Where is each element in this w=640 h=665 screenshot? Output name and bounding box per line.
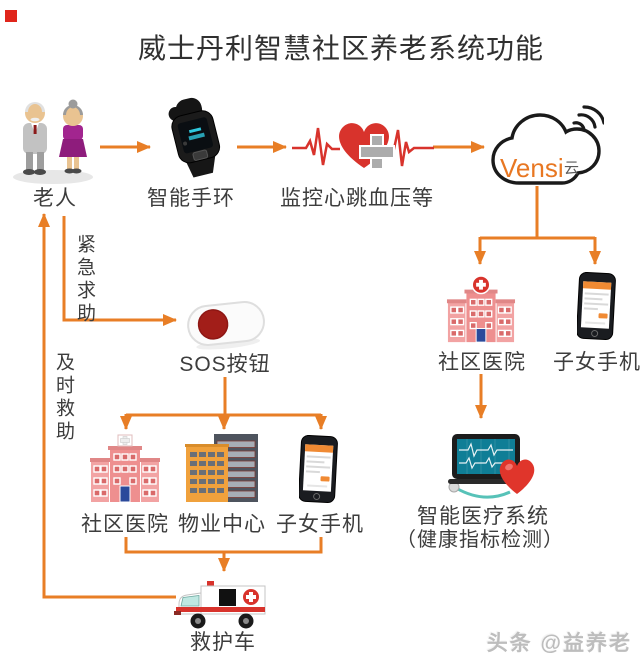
phone-left-label: 子女手机: [276, 513, 364, 536]
hospital-right-label: 社区医院: [438, 351, 526, 374]
heart-ecg-icon: [290, 108, 436, 180]
wifi-signal-icon: [572, 105, 604, 132]
toutiao-watermark: 头条 @益养老: [486, 632, 632, 655]
hospital-left-label: 社区医院: [81, 513, 169, 536]
red-cross-emblem: [243, 589, 259, 605]
medical-system-label: 智能医疗系统: [417, 505, 549, 528]
beacon-light: [207, 581, 214, 587]
ambulance-icon: [174, 580, 270, 632]
cloud-suffix-text: 云: [564, 160, 579, 177]
vensi-cloud-icon: Vensi 云: [486, 95, 604, 195]
smart-medical-system-icon: [440, 430, 540, 502]
heart-icon: [499, 459, 535, 494]
old-woman-figure: [59, 99, 87, 174]
old-man-figure: [23, 102, 47, 175]
elderly-couple-icon: [10, 92, 98, 186]
elderly-label: 老人: [33, 187, 77, 210]
timely-rescue-label: 及时救助: [53, 352, 74, 444]
emergency-help-label: 紧急求助: [74, 234, 95, 326]
medical-system-sublabel: （健康指标检测）: [396, 529, 564, 551]
white-cross-cap: [117, 434, 133, 447]
medical-cross-icon: [359, 134, 395, 170]
ecg-line-left: [292, 127, 340, 166]
red-cross-emblem: [471, 276, 491, 295]
community-hospital-icon: [446, 276, 516, 346]
property-center-label: 物业中心: [178, 513, 266, 536]
cloud-outline: [491, 113, 601, 185]
community-hospital-icon: [90, 434, 160, 506]
children-phone-icon: [299, 435, 339, 505]
bracelet-label: 智能手环: [147, 187, 235, 210]
children-phone-icon: [577, 272, 617, 342]
ambulance-label: 救护车: [190, 631, 256, 654]
cloud-brand-text: Vensi: [500, 153, 564, 183]
sos-red-button: [198, 309, 228, 339]
phone-right-label: 子女手机: [553, 351, 640, 374]
smart-bracelet-icon: [153, 96, 237, 180]
page-title: 威士丹利智慧社区养老系统功能: [137, 33, 545, 64]
monitor-label: 监控心跳血压等: [280, 187, 434, 210]
stethoscope-icon: [455, 486, 511, 499]
sos-label: SOS按钮: [179, 353, 271, 376]
sos-button-icon: [184, 293, 268, 353]
red-corner-marker: [5, 10, 17, 22]
property-center-icon: [184, 432, 260, 506]
